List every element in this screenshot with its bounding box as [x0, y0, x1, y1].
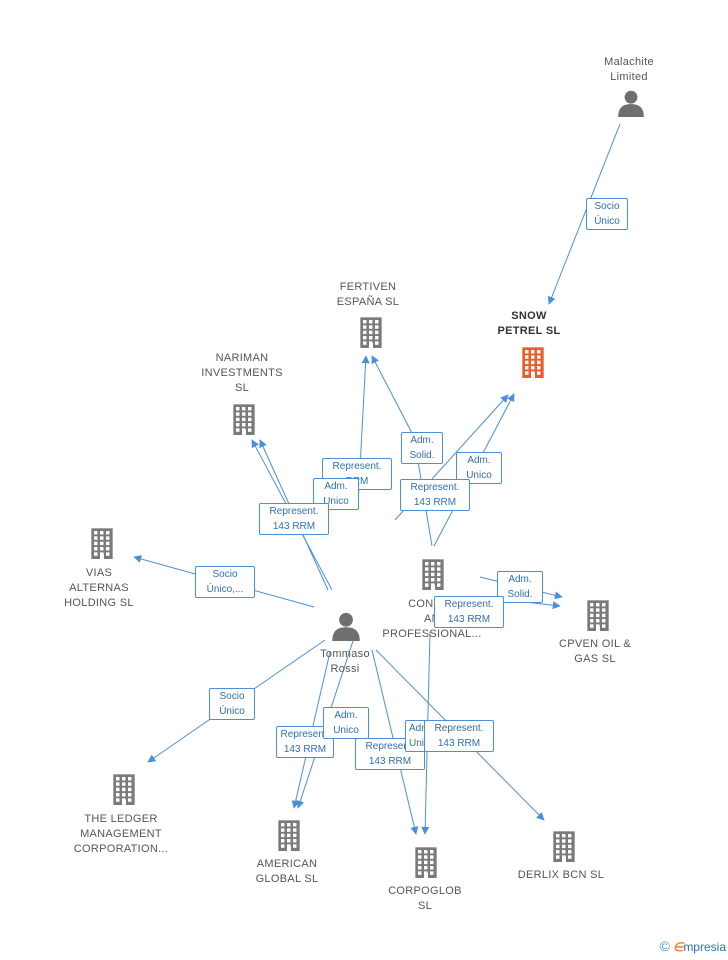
- empresia-logo: ©∈mpresia: [660, 938, 726, 954]
- relation-label: Adm. Unico: [456, 452, 502, 484]
- relation-label: Represent. 143 RRM: [424, 720, 494, 752]
- node-label-derlix[interactable]: DERLIX BCN SL: [517, 869, 605, 881]
- relation-label: Represent. 143 RRM: [259, 503, 329, 535]
- relation-label: Socio Único,...: [195, 566, 255, 598]
- building-icon[interactable]: [108, 773, 140, 810]
- relation-label: Socio Único: [586, 198, 628, 230]
- relation-label: Represent. 143 RRM: [434, 596, 504, 628]
- person-icon[interactable]: [617, 89, 645, 122]
- node-label-snow[interactable]: SNOW PETREL SL: [497, 310, 561, 337]
- relation-edge: [547, 123, 621, 305]
- node-label-corpoglob[interactable]: CORPOGLOB SL: [388, 885, 462, 912]
- node-label-vias[interactable]: VIAS ALTERNAS HOLDING SL: [64, 567, 134, 609]
- relation-label: Represent. 143 RRM: [355, 738, 425, 770]
- relation-label: Adm. Solid.: [497, 571, 543, 603]
- node-label-tommaso[interactable]: Tommaso Rossi: [320, 648, 370, 675]
- building-icon[interactable]: [410, 846, 442, 883]
- building-icon[interactable]: [355, 316, 387, 353]
- brand-name: mpresia: [683, 940, 726, 954]
- building-icon[interactable]: [517, 346, 549, 383]
- building-icon[interactable]: [548, 830, 580, 867]
- node-label-fertiven[interactable]: FERTIVEN ESPAÑA SL: [336, 281, 400, 308]
- node-label-malachite[interactable]: Malachite Limited: [604, 56, 654, 83]
- building-icon[interactable]: [582, 599, 614, 636]
- relation-label: Socio Único: [209, 688, 255, 720]
- node-label-nariman[interactable]: NARIMAN INVESTMENTS SL: [201, 352, 283, 394]
- relation-label: Adm. Solid.: [401, 432, 443, 464]
- building-icon[interactable]: [228, 403, 260, 440]
- node-label-ledger[interactable]: THE LEDGER MANAGEMENT CORPORATION...: [73, 813, 169, 855]
- building-icon[interactable]: [86, 527, 118, 564]
- building-icon[interactable]: [273, 819, 305, 856]
- building-icon[interactable]: [417, 558, 449, 595]
- node-label-american[interactable]: AMERICAN GLOBAL SL: [255, 858, 319, 885]
- relation-label: Represent. 143 RRM: [400, 479, 470, 511]
- relation-label: Adm. Unico: [323, 707, 369, 739]
- copyright-symbol: ©: [659, 938, 670, 954]
- person-icon[interactable]: [331, 611, 361, 646]
- node-label-cpven[interactable]: CPVEN OIL & GAS SL: [559, 638, 631, 665]
- brand-e-mark: ∈: [672, 940, 684, 954]
- relation-edge: [371, 355, 415, 438]
